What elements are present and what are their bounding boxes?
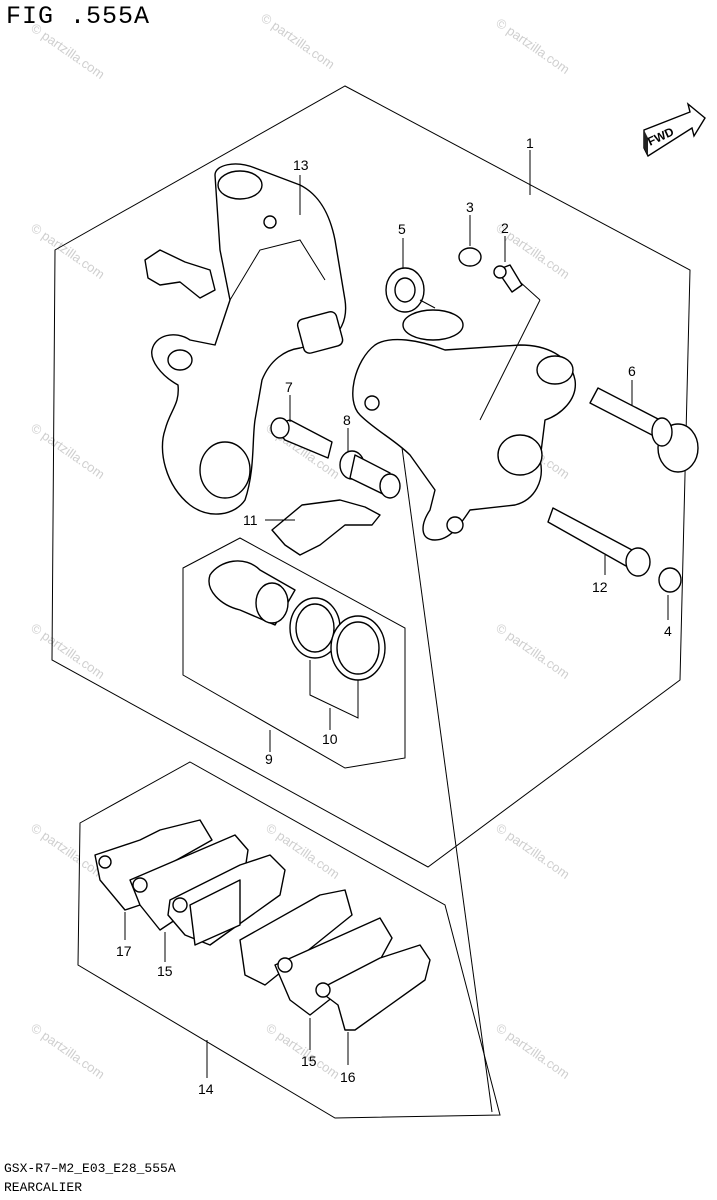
slide-sleeve [339,450,401,499]
caliper-bracket [151,163,347,515]
callout-8: 8 [343,412,351,428]
piston-set-outline [182,537,406,769]
callout-15a: 15 [157,963,173,979]
watermark: © partzilla.com [28,20,107,82]
pad-spring-clip [144,249,216,299]
watermark: © partzilla.com [493,620,572,682]
callout-13: 13 [293,157,309,173]
callout-12: 12 [592,579,608,595]
callout-6: 6 [628,363,636,379]
callout-2: 2 [501,220,509,236]
callout-7: 7 [285,379,293,395]
watermark: © partzilla.com [263,1020,342,1082]
dust-boot [385,267,436,313]
brake-pad-right [239,889,353,986]
watermark: © partzilla.com [28,620,107,682]
callout-17: 17 [116,943,132,959]
callout-3: 3 [466,199,474,215]
callout-11: 11 [243,512,258,528]
piston [208,560,296,626]
watermark: © partzilla.com [28,220,107,282]
figure-name: REARCALIER [4,1180,83,1195]
watermark: © partzilla.com [28,420,107,482]
leader-line [397,417,493,1113]
figure-code: GSX-R7–M2_E03_E28_555A [4,1161,176,1176]
callout-16: 16 [340,1069,356,1085]
leader-lines [124,150,669,1078]
callout-10: 10 [322,731,338,747]
piston-seals [289,597,386,681]
watermark: © partzilla.com [493,820,572,882]
brake-pad-shim-16 [315,944,431,1031]
leader-line [309,660,359,719]
callout-1: 1 [526,135,534,151]
watermark: © partzilla.com [493,1020,572,1082]
watermark: © partzilla.com [258,10,337,72]
leader-line [479,299,541,421]
brake-pad-left [167,854,286,946]
callout-14: 14 [198,1081,214,1097]
callout-4: 4 [664,623,672,639]
bleeder-cap [458,247,482,267]
figure-title: FIG .555A [6,2,151,31]
watermark: © partzilla.com [493,15,572,77]
callout-9: 9 [265,751,273,767]
watermark: © partzilla.com [28,1020,107,1082]
slide-pin-lower [547,507,651,577]
caliper-body [352,309,576,541]
callout-labels: 1 2 3 4 5 6 7 8 9 10 11 12 13 14 15 15 1… [116,135,672,1097]
caliper-assembly-outline [51,85,691,868]
pad-set-outline [77,761,501,1119]
callout-15b: 15 [301,1053,317,1069]
leader-line [519,281,541,301]
bleeder-valve [493,264,523,293]
bracket-bolt [270,417,333,459]
watermark: © partzilla.com [28,820,107,882]
pin-plug [658,567,682,593]
fwd-arrow-icon: FWD [643,102,706,158]
callout-5: 5 [398,221,406,237]
slide-pin-upper [589,387,699,473]
pad-spring [271,499,381,556]
